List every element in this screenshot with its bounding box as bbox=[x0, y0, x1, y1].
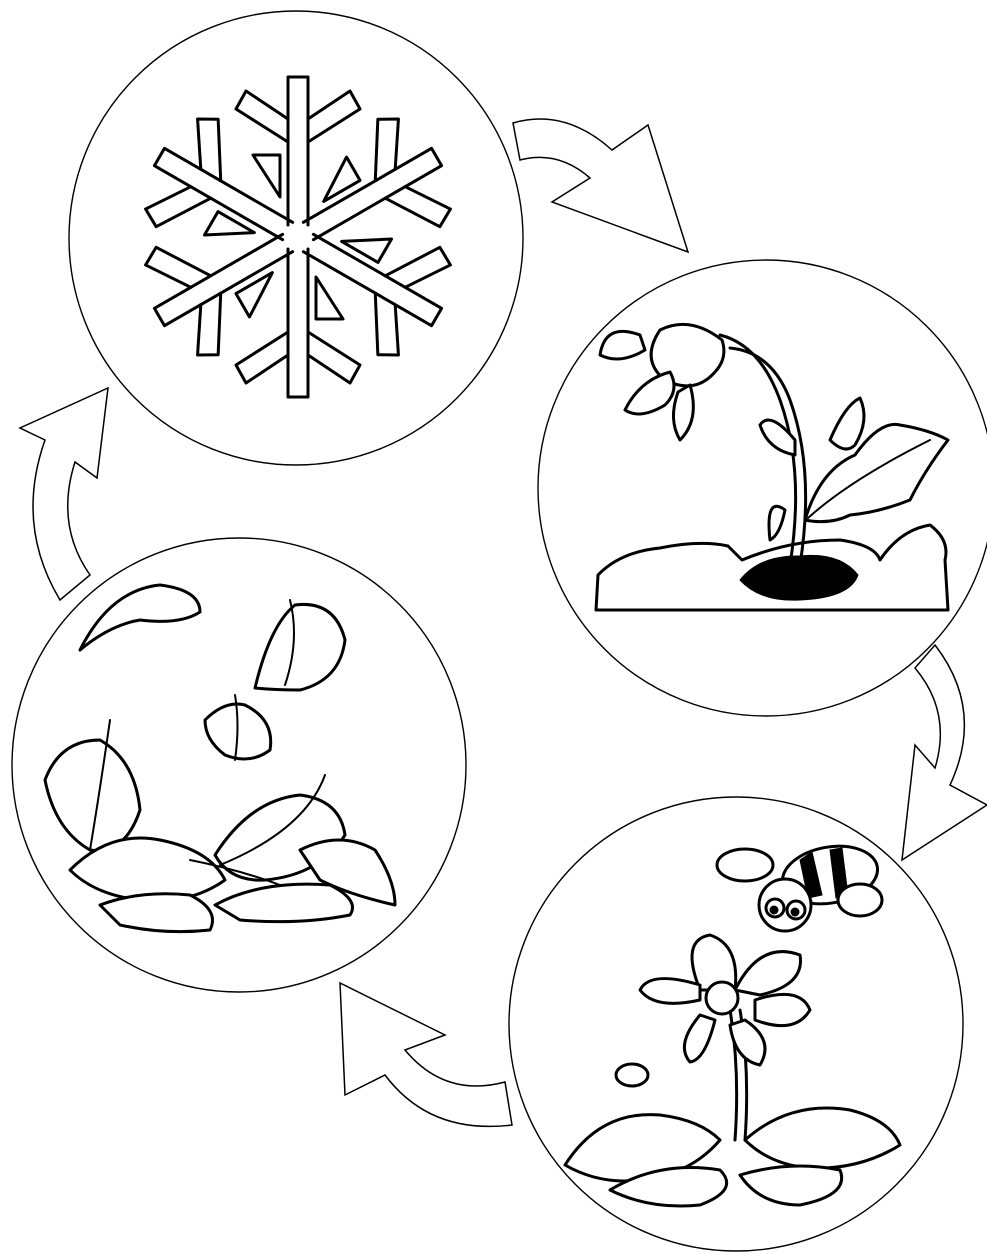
arrow-autumn-to-winter bbox=[20, 388, 108, 600]
arrow-summer-to-autumn bbox=[340, 983, 512, 1126]
arrow-spring-to-summer bbox=[902, 645, 987, 860]
spring-stage-circle bbox=[538, 260, 987, 716]
arrow-winter-to-spring bbox=[513, 119, 688, 252]
